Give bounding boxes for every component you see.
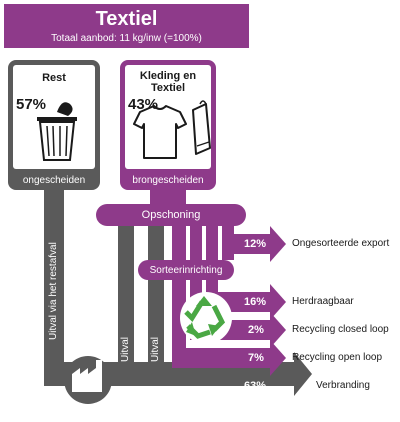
output-percent-3: 2%	[248, 324, 264, 336]
diagram-title: Textiel	[95, 8, 158, 30]
stream-7	[172, 224, 186, 356]
header-banner	[4, 4, 249, 48]
uitval-label-1: Uitval	[120, 336, 131, 362]
sorteerinrichting-bar	[138, 260, 234, 280]
kleding-title-line2: Textiel	[150, 82, 186, 94]
kleding-connector	[150, 188, 186, 206]
arrow-head-12	[270, 226, 286, 262]
kleding-percent: 43%	[128, 96, 159, 113]
restafval-label: Uitval via het restafval	[48, 242, 59, 340]
output-percent-1: 12%	[244, 238, 267, 250]
output-label-3: Recycling closed loop	[292, 324, 389, 335]
opschoning-label: Opschoning	[141, 209, 201, 221]
output-label-5: Verbranding	[316, 380, 370, 391]
arrow-head-7	[270, 340, 286, 376]
output-percent-4: 7%	[248, 352, 264, 364]
restafval-stream	[44, 180, 64, 370]
opschoning-bar	[96, 204, 246, 226]
uitval-stream-2	[148, 224, 164, 366]
kleding-title-line1: Kleding en	[139, 70, 197, 82]
arrow-body-7	[172, 348, 272, 368]
output-label-4: Recycling open loop	[292, 352, 383, 363]
arrow-head-16	[270, 284, 286, 320]
tshirt-icon	[133, 105, 187, 159]
diagram-subtitle: Totaal aanbod: 11 kg/inw (=100%)	[51, 33, 202, 44]
recycle-icon	[180, 292, 232, 344]
towel-icon	[192, 100, 211, 155]
arrow-head-2	[270, 312, 286, 348]
rest-percent: 57%	[16, 96, 47, 113]
uitval-stream-1	[118, 224, 134, 366]
kleding-footer: brongescheiden	[132, 175, 204, 186]
verbranding-arrow	[294, 352, 312, 396]
arrow-body-12	[222, 234, 272, 254]
sorteerinrichting-label: Sorteerinrichting	[149, 265, 223, 276]
rest-title: Rest	[42, 72, 66, 84]
output-label-2: Herdraagbaar	[292, 296, 354, 307]
output-percent-5: 63%	[244, 380, 267, 392]
factory-icon	[64, 356, 112, 404]
uitval-label-2: Uitval	[150, 336, 161, 362]
output-label-1: Ongesorteerde export	[292, 238, 390, 249]
waste-bin-icon	[37, 102, 77, 161]
rest-footer: ongescheiden	[22, 175, 86, 186]
output-percent-2: 16%	[244, 296, 267, 308]
